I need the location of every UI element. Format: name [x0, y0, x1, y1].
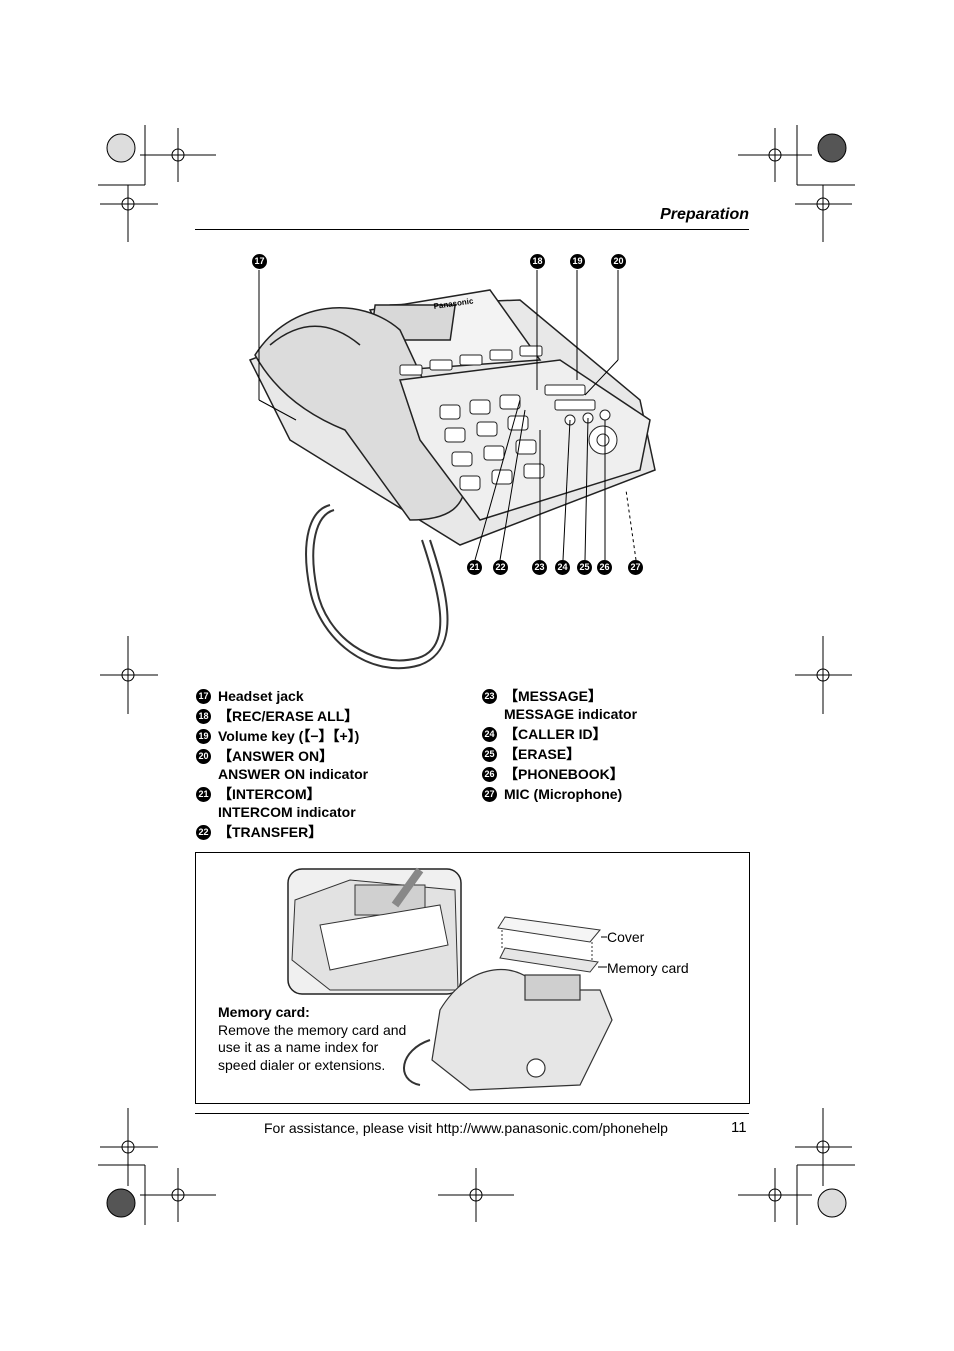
legend-text: Headset jack [218, 688, 304, 704]
legend-text: MIC (Microphone) [504, 786, 623, 802]
callout-24: 24 [555, 560, 570, 575]
legend-text: 【INTERCOM】 [218, 786, 321, 802]
callout-17: 17 [252, 254, 267, 269]
legend-item: 25 【ERASE】 [482, 745, 742, 763]
legend-num: 20 [196, 749, 211, 764]
legend-num: 19 [196, 729, 211, 744]
section-title: Preparation [660, 206, 749, 223]
callout-26: 26 [597, 560, 612, 575]
memory-card-body: Remove the memory card and use it as a n… [218, 1021, 407, 1073]
legend-item: 24 【CALLER ID】 [482, 725, 742, 743]
legend-item: 27 MIC (Microphone) [482, 785, 742, 803]
legend-text: 【MESSAGE】 [504, 688, 603, 704]
legend-text: 【PHONEBOOK】 [504, 766, 624, 782]
callout-18: 18 [530, 254, 545, 269]
legend-item: 21 【INTERCOM】 INTERCOM indicator [196, 785, 466, 821]
legend-item: 26 【PHONEBOOK】 [482, 765, 742, 783]
legend-num: 18 [196, 709, 211, 724]
legend-text: 【ERASE】 [504, 746, 581, 762]
memory-card-heading: Memory card: [218, 1004, 310, 1020]
legend-item: 19 Volume key (【−】【+】) [196, 727, 466, 745]
legend-item: 17 Headset jack [196, 687, 466, 705]
legend-num: 24 [482, 727, 497, 742]
callout-25: 25 [577, 560, 592, 575]
cover-label: Cover [607, 929, 645, 945]
memory-card-box [195, 852, 750, 1104]
legend-right: 23 【MESSAGE】 MESSAGE indicator 24 【CALLE… [482, 687, 742, 805]
callout-27: 27 [628, 560, 643, 575]
legend-text: INTERCOM indicator [218, 804, 356, 820]
callout-20: 20 [611, 254, 626, 269]
legend-item: 20 【ANSWER ON】 ANSWER ON indicator [196, 747, 466, 783]
callout-21: 21 [467, 560, 482, 575]
legend-num: 26 [482, 767, 497, 782]
legend-text: MESSAGE indicator [504, 706, 638, 722]
legend-num: 27 [482, 787, 497, 802]
footer-rule [195, 1113, 749, 1114]
assistance-text: For assistance, please visit http://www.… [264, 1120, 668, 1136]
page-number: 11 [731, 1119, 747, 1136]
callout-22: 22 [493, 560, 508, 575]
legend-text: 【CALLER ID】 [504, 726, 607, 742]
legend-text: ANSWER ON indicator [218, 766, 369, 782]
header-rule [195, 229, 749, 230]
legend-text: 【REC/ERASE ALL】 [218, 708, 359, 724]
legend-item: 18 【REC/ERASE ALL】 [196, 707, 466, 725]
legend-num: 22 [196, 825, 211, 840]
legend-num: 23 [482, 689, 497, 704]
legend-num: 17 [196, 689, 211, 704]
legend-left: 17 Headset jack 18 【REC/ERASE ALL】 19 Vo… [196, 687, 466, 843]
legend-item: 22 【TRANSFER】 [196, 823, 466, 841]
legend-num: 21 [196, 787, 211, 802]
legend-text: Volume key (【−】【+】) [218, 728, 360, 744]
legend-item: 23 【MESSAGE】 MESSAGE indicator [482, 687, 742, 723]
callout-23: 23 [532, 560, 547, 575]
memory-card-description: Memory card: Remove the memory card and … [218, 1004, 408, 1074]
legend-num: 25 [482, 747, 497, 762]
legend-text: 【TRANSFER】 [218, 824, 323, 840]
legend-text: 【ANSWER ON】 [218, 748, 334, 764]
memory-card-label: Memory card [607, 960, 689, 976]
callout-19: 19 [570, 254, 585, 269]
